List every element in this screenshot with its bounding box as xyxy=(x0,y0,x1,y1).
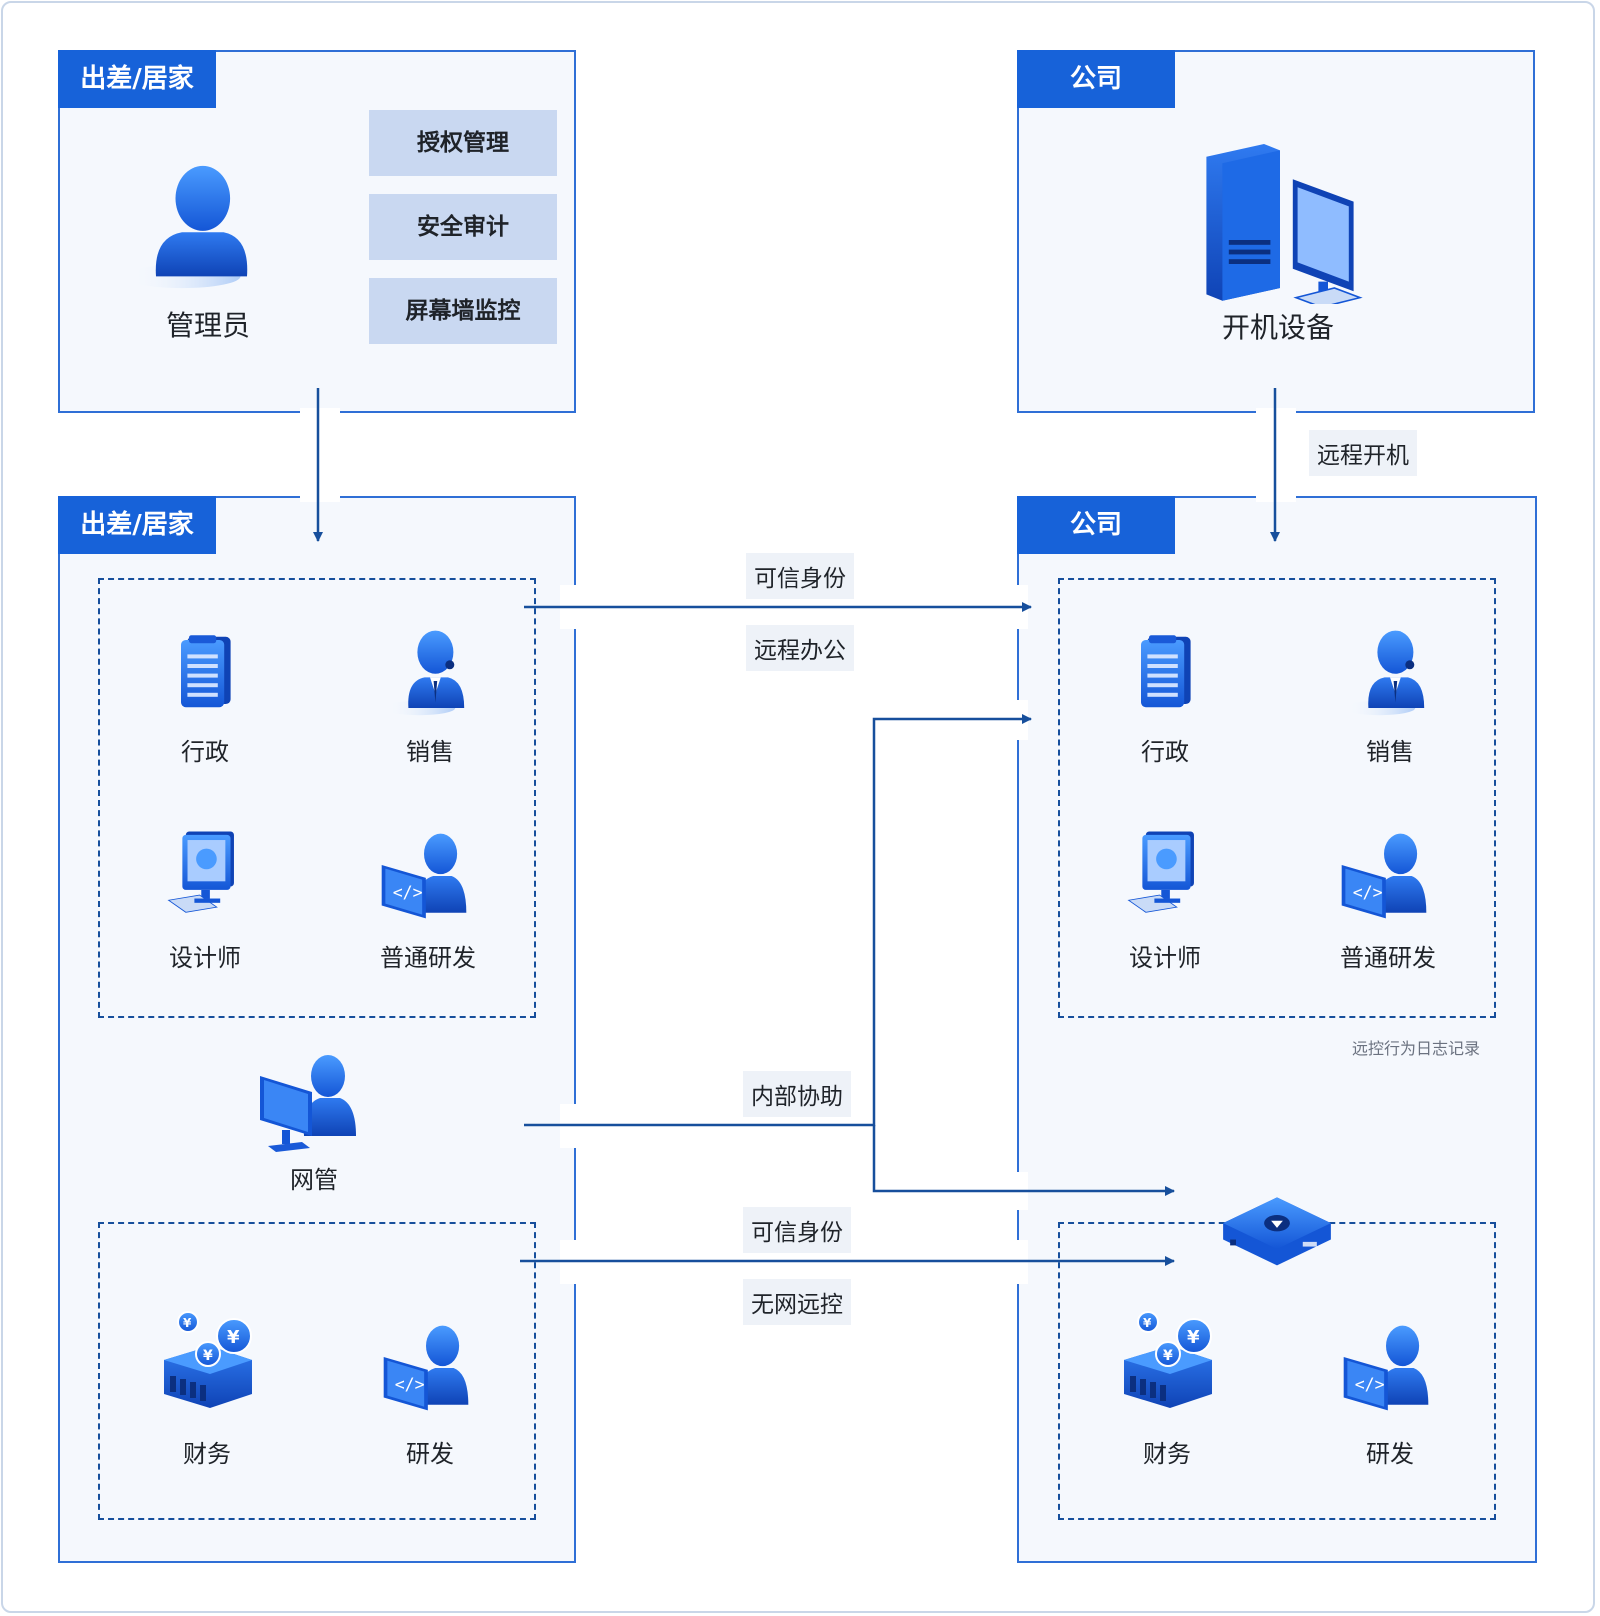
edge-label-trusted-identity: 可信身份 xyxy=(746,553,854,599)
role-label-developer: 普通研发 xyxy=(380,944,476,972)
role-label-netadmin: 网管 xyxy=(290,1166,338,1194)
rd-code-icon xyxy=(380,1322,472,1414)
connector-gap xyxy=(560,585,588,629)
role-label-sales: 销售 xyxy=(406,738,454,766)
finance-server-icon xyxy=(1120,1305,1220,1415)
edge-label-remote-office: 远程办公 xyxy=(746,625,854,671)
device-label: 开机设备 xyxy=(1221,311,1335,344)
offline-box-icon xyxy=(1218,1188,1336,1270)
left-group-2 xyxy=(98,1222,536,1520)
sales-person-icon xyxy=(385,624,475,720)
company-side-panel: 公司 xyxy=(1017,496,1537,1563)
function-authorization[interactable]: 授权管理 xyxy=(369,110,557,176)
panel-tab-company: 公司 xyxy=(1017,496,1175,554)
role-label-rd: 研发 xyxy=(1366,1440,1414,1468)
rd-code-icon xyxy=(1340,1322,1432,1414)
designer-monitor-icon xyxy=(1120,818,1206,924)
function-screen-wall[interactable]: 屏幕墙监控 xyxy=(369,278,557,344)
connector-gap xyxy=(1010,1172,1028,1210)
finance-server-icon xyxy=(160,1305,260,1415)
admin-panel: 出差/居家 管理员 授权管理 安全审计 屏幕墙监控 xyxy=(58,50,576,413)
role-label-developer: 普通研发 xyxy=(1340,944,1436,972)
company-device-panel: 公司 开机设备 xyxy=(1017,50,1535,413)
connector-gap xyxy=(1010,585,1028,629)
connector-gap xyxy=(1010,700,1028,740)
edge-label-offline-control: 无网远控 xyxy=(743,1279,851,1325)
panel-tab-travel-home: 出差/居家 xyxy=(58,50,216,108)
edge-label-trusted-identity: 可信身份 xyxy=(743,1207,851,1253)
connector-gap xyxy=(300,408,340,416)
edge-label-remote-boot: 远程开机 xyxy=(1309,430,1417,476)
developer-code-icon xyxy=(1338,830,1430,922)
developer-code-icon xyxy=(378,830,470,922)
connector-gap xyxy=(1010,1240,1028,1284)
remote-side-panel: 出差/居家 xyxy=(58,496,576,1563)
log-note: 远控行为日志记录 xyxy=(1352,1039,1481,1058)
edge-label-internal-assist: 内部协助 xyxy=(743,1071,851,1117)
admin-person-icon xyxy=(130,162,260,292)
connector-gap xyxy=(1256,494,1296,502)
admin-label: 管理员 xyxy=(165,309,251,342)
desktop-device-icon xyxy=(1194,144,1366,304)
connector-gap xyxy=(560,1104,588,1148)
role-label-finance: 财务 xyxy=(183,1440,231,1468)
role-label-rd: 研发 xyxy=(406,1440,454,1468)
role-label-finance: 财务 xyxy=(1143,1440,1191,1468)
function-security-audit[interactable]: 安全审计 xyxy=(369,194,557,260)
designer-monitor-icon xyxy=(160,818,246,924)
panel-tab-company: 公司 xyxy=(1017,50,1175,108)
connector-gap xyxy=(1256,408,1296,416)
connector-gap xyxy=(300,494,340,502)
role-label-admin: 行政 xyxy=(1141,738,1189,766)
admin-doc-icon xyxy=(165,624,245,720)
role-label-designer: 设计师 xyxy=(169,944,241,972)
netadmin-icon xyxy=(258,1052,358,1152)
sales-person-icon xyxy=(1345,624,1435,720)
panel-tab-travel-home: 出差/居家 xyxy=(58,496,216,554)
role-label-sales: 销售 xyxy=(1366,738,1414,766)
admin-doc-icon xyxy=(1125,624,1205,720)
role-label-designer: 设计师 xyxy=(1129,944,1201,972)
role-label-admin: 行政 xyxy=(181,738,229,766)
connector-gap xyxy=(560,1240,600,1284)
right-group-1 xyxy=(1058,578,1496,1018)
